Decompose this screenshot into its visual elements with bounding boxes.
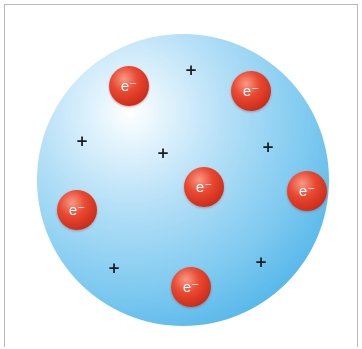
positive-charge: +: [254, 252, 268, 271]
electron: e⁻: [109, 66, 149, 106]
positive-charge: +: [261, 137, 275, 156]
electron: e⁻: [287, 171, 327, 211]
positive-charge: +: [184, 60, 198, 79]
electron: e⁻: [57, 190, 97, 230]
positive-charge: +: [107, 258, 121, 277]
positive-charge: +: [156, 143, 170, 162]
electron: e⁻: [171, 267, 211, 307]
electron: e⁻: [231, 71, 271, 111]
electron: e⁻: [184, 167, 224, 207]
positive-charge: +: [75, 131, 89, 150]
